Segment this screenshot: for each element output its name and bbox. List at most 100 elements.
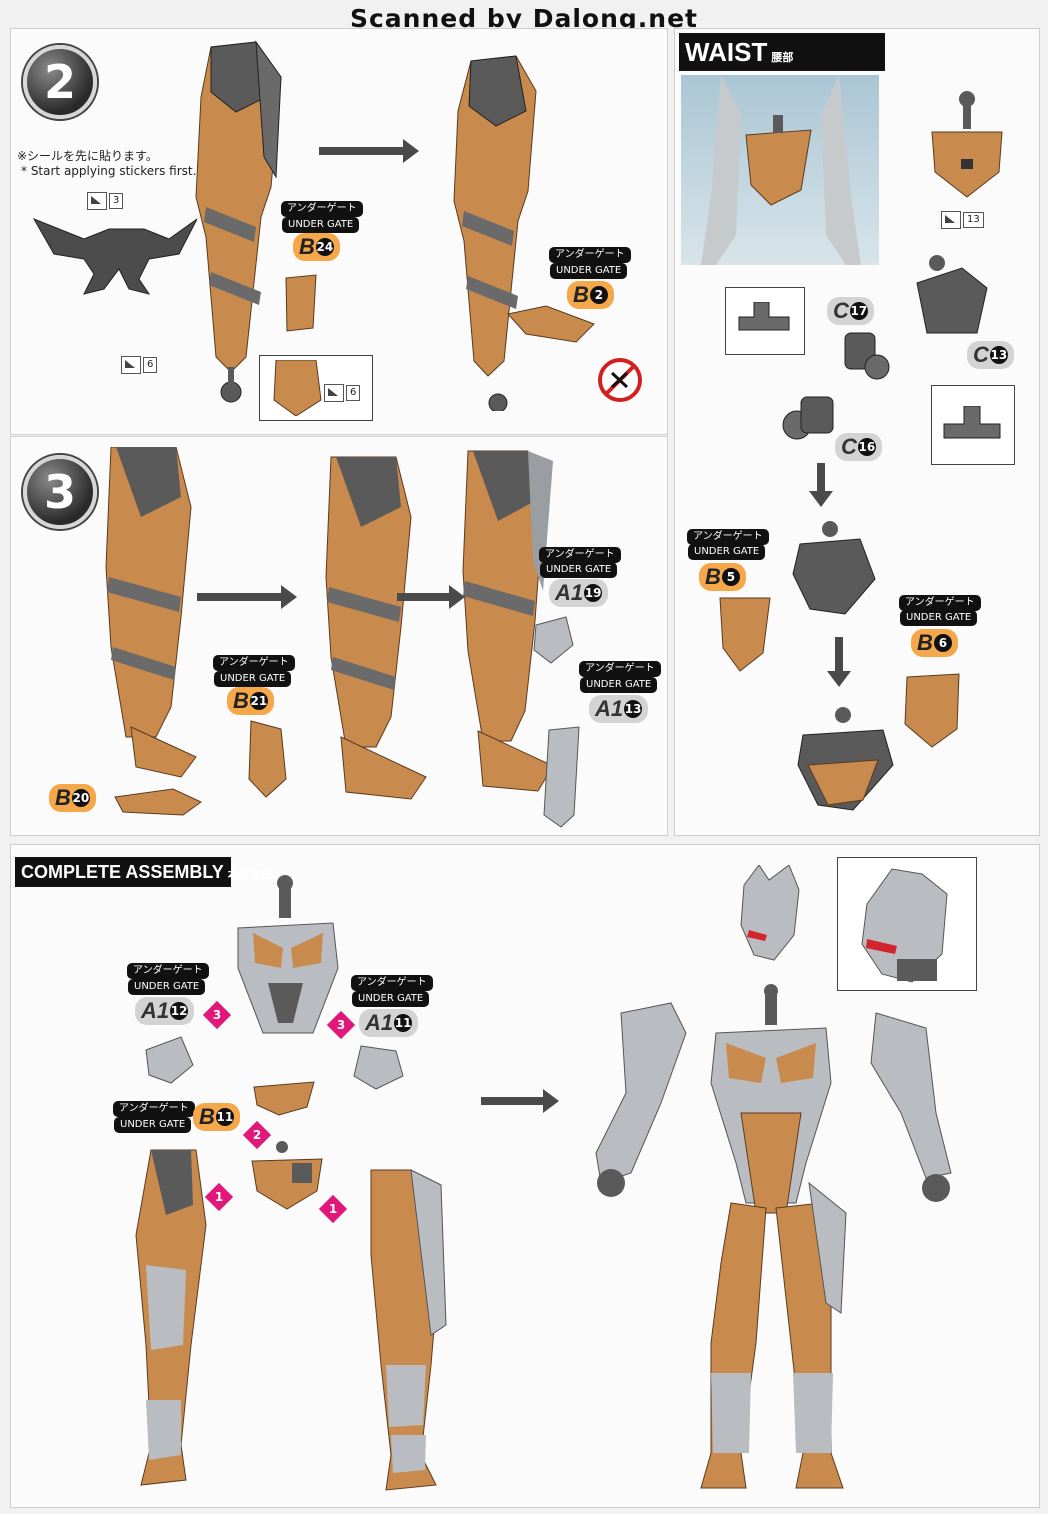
head-illustration [740, 865, 800, 961]
leg-illustration-step3-b [325, 456, 427, 800]
detail-inset: 6 [259, 355, 373, 421]
part-b5-illustration [719, 597, 771, 672]
part-c17-illustration [844, 332, 890, 380]
under-gate-jp: アンダーゲート [549, 247, 631, 263]
part-a11-illustration [353, 1045, 404, 1090]
completed-figure-illustration [595, 984, 952, 1489]
step-number-badge: 2 [23, 45, 97, 119]
c16-detail-illustration [943, 406, 1001, 439]
waist-plate-illustration [253, 1081, 315, 1116]
part-b20-illustration [114, 788, 202, 816]
under-gate-jp: アンダーゲート [351, 975, 433, 991]
leg-illustration-step3-a [105, 447, 197, 778]
sticker-ref: 6 [121, 356, 158, 374]
under-gate-en: UNDER GATE [128, 979, 206, 995]
part-c16-illustration [782, 396, 834, 440]
torso-illustration [237, 875, 339, 1034]
waist-core-illustration [792, 521, 876, 615]
right-leg-illustration [370, 1169, 447, 1491]
step-arrow [481, 1089, 559, 1113]
under-gate-jp: アンダーゲート [579, 661, 661, 677]
part-b2-illustration [507, 305, 595, 343]
sticker-note-en: * Start applying stickers first. [21, 164, 197, 178]
part-a13-illustration [543, 726, 580, 828]
under-gate-jp: アンダーゲート [539, 547, 621, 563]
waist-unit-illustration [251, 1141, 323, 1210]
under-gate-en: UNDER GATE [688, 544, 766, 560]
under-gate-jp: アンダーゲート [687, 529, 769, 545]
leg-illustration-after [453, 55, 537, 411]
leg-illustration-before [195, 40, 282, 403]
step-arrow-down [827, 637, 851, 687]
part-b24-illustration [285, 274, 317, 332]
step2-panel: 2 ※シールを先に貼ります。 * Start applying stickers… [10, 28, 668, 435]
waist-assembled-illustration [797, 707, 894, 811]
step-arrow [319, 139, 419, 163]
under-gate-en: UNDER GATE [214, 671, 292, 687]
under-gate-jp: アンダーゲート [213, 655, 295, 671]
part-b6-illustration [904, 673, 960, 748]
assembly-step-badge: 3 [202, 1000, 232, 1030]
under-gate-en: UNDER GATE [114, 1117, 192, 1133]
step-arrow [397, 585, 465, 609]
under-gate-en: UNDER GATE [540, 562, 618, 578]
detail-inset [725, 287, 805, 355]
part-c13-illustration [916, 255, 988, 334]
sticker-icon [121, 356, 141, 374]
sticker-ref: 3 [87, 192, 124, 210]
head-detail-inset [837, 857, 977, 991]
waist-reference-photo [681, 75, 879, 265]
assembly-step-badge: 1 [318, 1194, 348, 1224]
waist-photo-figure [701, 75, 861, 265]
under-gate-en: UNDER GATE [282, 217, 360, 233]
detail-inset [931, 385, 1015, 465]
sticker-icon [324, 384, 344, 402]
step-arrow-down [809, 463, 833, 507]
under-gate-jp: アンダーゲート [127, 963, 209, 979]
under-gate-jp: アンダーゲート [281, 201, 363, 217]
part-a12-illustration [145, 1036, 194, 1084]
sticker-ref: 6 [324, 384, 361, 402]
under-gate-jp: アンダーゲート [113, 1101, 195, 1117]
left-leg-illustration [135, 1149, 207, 1486]
sticker-ref: 13 [941, 211, 984, 229]
assembly-step-badge: 3 [326, 1010, 356, 1040]
no-cut-icon [598, 358, 642, 402]
step-arrow [197, 585, 297, 609]
sticker-note-jp: ※シールを先に貼ります。 [17, 149, 158, 163]
step-number-badge: 3 [23, 455, 97, 529]
knee-detail-illustration [273, 360, 322, 416]
under-gate-jp: アンダーゲート [899, 595, 981, 611]
sticker-icon [87, 192, 107, 210]
leg-illustration-step3-c [462, 450, 554, 792]
under-gate-en: UNDER GATE [352, 991, 430, 1007]
part-b21-illustration [248, 720, 287, 798]
sticker-icon [941, 211, 961, 229]
part-a19-illustration [533, 616, 574, 664]
c17-detail-illustration [738, 302, 790, 331]
under-gate-en: UNDER GATE [580, 677, 658, 693]
sticker-sheet-illustration [32, 218, 198, 295]
head-detail-illustration [861, 868, 948, 983]
waist-front-plate-illustration [931, 91, 1003, 198]
under-gate-en: UNDER GATE [550, 263, 628, 279]
